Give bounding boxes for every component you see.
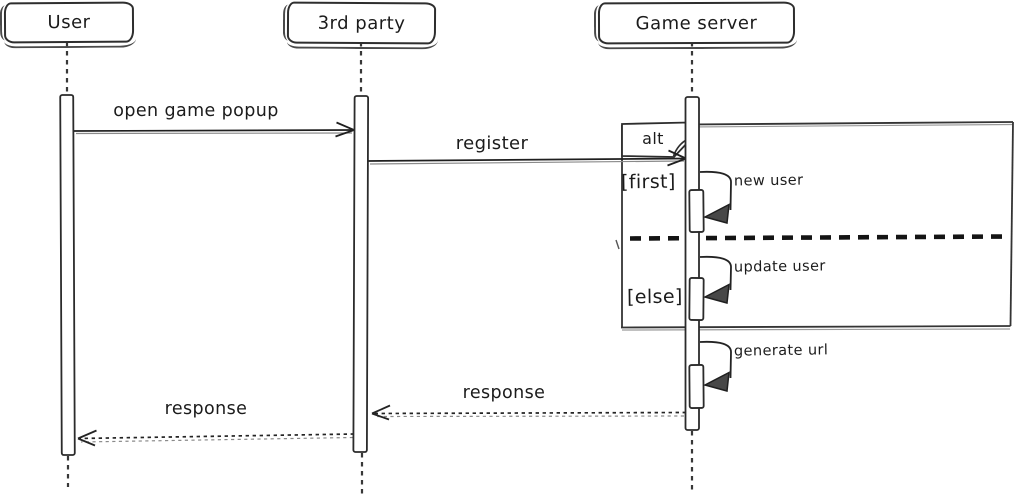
message-register-arrow — [367, 149, 687, 167]
actor-name-game-server: Game server — [635, 12, 758, 34]
message-response-to-third-party-arrow — [371, 404, 687, 421]
activation-nested-update-user — [688, 277, 705, 321]
message-label-response-to-third-party: response — [462, 383, 546, 403]
guard-label-first: [first] — [620, 170, 676, 194]
lifeline-third-party — [359, 42, 364, 495]
activation-game-server — [684, 96, 700, 431]
message-open-game-popup-arrow — [73, 121, 355, 138]
activation-third-party — [352, 95, 370, 453]
alt-label-pentagon — [621, 121, 690, 158]
actor-box-user: User — [3, 1, 135, 44]
guard-label-else: [else] — [626, 285, 683, 309]
message-label-response-to-user: response — [164, 399, 248, 419]
message-label-generate-url: generate url — [733, 342, 829, 360]
self-message-generate-url-arrow — [699, 340, 732, 392]
actor-name-user: User — [47, 11, 91, 34]
actor-name-third-party: 3rd party — [317, 12, 406, 34]
activation-user — [59, 94, 76, 456]
message-label-open-game-popup: open game popup — [113, 101, 279, 121]
actor-box-game-server: Game server — [597, 1, 796, 45]
message-label-register: register — [455, 133, 529, 154]
activation-nested-new-user — [688, 189, 705, 233]
message-label-new-user: new user — [733, 172, 804, 190]
actor-box-third-party: 3rd party — [286, 1, 437, 45]
self-message-update-user-arrow — [699, 255, 732, 304]
message-label-update-user: update user — [733, 258, 826, 276]
self-message-new-user-arrow — [699, 170, 732, 224]
message-response-to-user-arrow — [77, 429, 355, 447]
activation-nested-generate-url — [688, 364, 705, 409]
alt-operator-label: alt — [642, 129, 664, 148]
